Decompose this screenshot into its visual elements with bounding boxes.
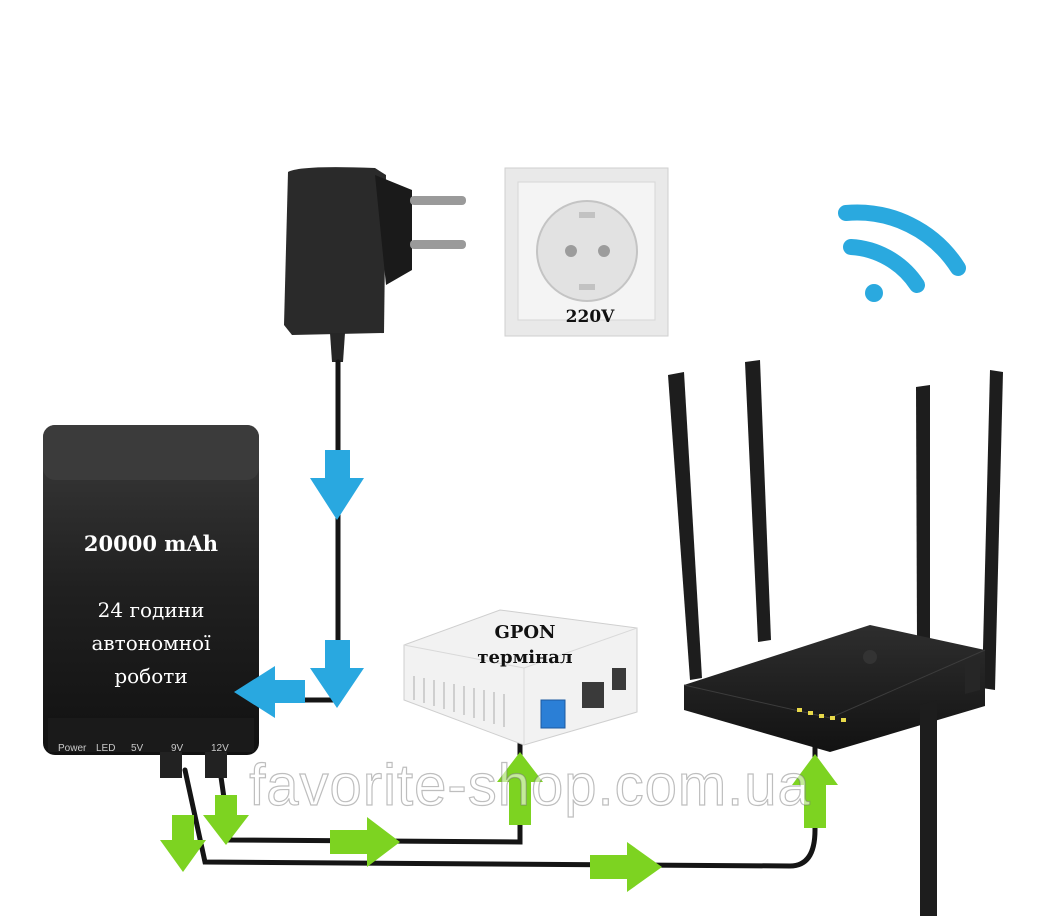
power-bank-runtime-line-2: автономної [91, 631, 211, 655]
port-label-9v: 9V [171, 743, 184, 754]
socket-voltage-label: 220V [565, 307, 615, 327]
port-label-5v: 5V [131, 743, 144, 754]
green-arrow-up-gpon [497, 752, 543, 825]
green-arrow-right-upper [330, 817, 400, 867]
port-label-12v: 12V [211, 743, 229, 754]
gpon-terminal [403, 609, 638, 746]
blue-arrow-left [234, 666, 305, 718]
router [668, 360, 1003, 916]
port-label-power: Power [58, 743, 87, 754]
power-bank-capacity: 20000 mAh [83, 531, 219, 556]
gpon-label-line-1: GPON [494, 622, 556, 643]
power-bank-runtime-line-3: роботи [114, 664, 188, 688]
port-label-led: LED [96, 743, 116, 754]
blue-arrow-down-lower [310, 640, 364, 708]
green-arrow-down-right [203, 795, 249, 845]
blue-arrow-down-upper [310, 450, 364, 520]
green-arrow-down-left [160, 815, 206, 872]
green-arrow-right-lower [590, 842, 662, 892]
wall-adapter [284, 167, 466, 362]
green-arrow-up-router [792, 754, 838, 828]
wall-socket [504, 167, 669, 337]
power-bank [43, 425, 259, 778]
power-bank-runtime-line-1: 24 години [97, 598, 205, 622]
wifi-icon [838, 204, 966, 302]
gpon-label-line-2: термінал [477, 647, 573, 668]
watermark-text: favorite-shop.com.ua [249, 752, 811, 818]
